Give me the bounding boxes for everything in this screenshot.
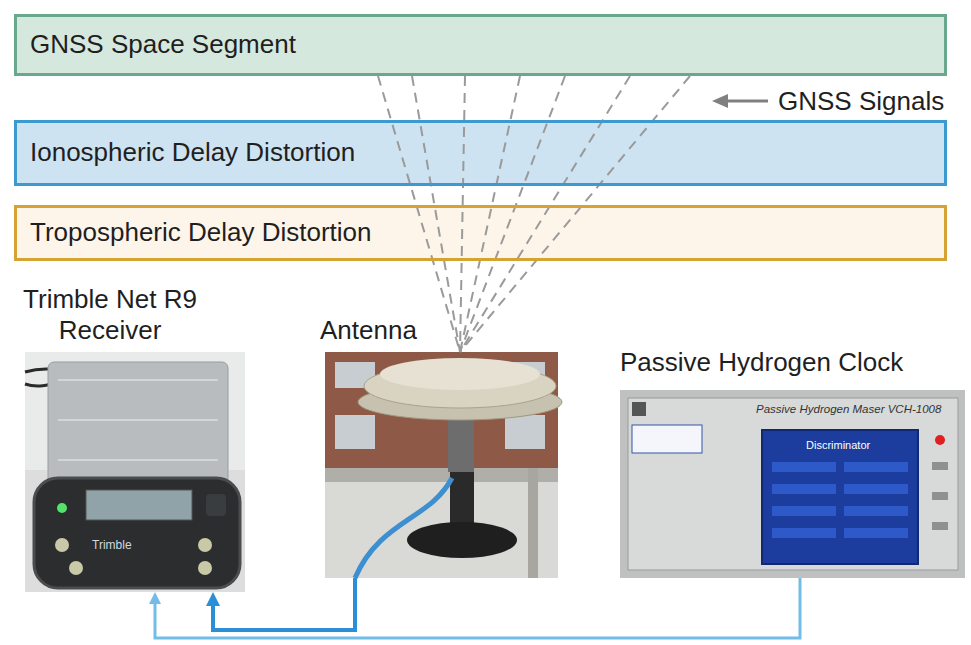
pointer-line bbox=[724, 100, 768, 103]
signal-ray bbox=[460, 76, 465, 352]
segment-band: GNSS Space Segment bbox=[14, 14, 947, 76]
screen-row bbox=[844, 462, 908, 472]
screen-row bbox=[772, 506, 836, 516]
receiver-photo: Trimble Net R9 Receiver bbox=[25, 352, 245, 592]
panel-switch bbox=[932, 492, 948, 500]
button bbox=[55, 538, 69, 552]
band-title: GNSS Space Segment bbox=[30, 29, 296, 60]
band-title: Ionospheric Delay Distortion bbox=[30, 137, 355, 168]
railing bbox=[325, 468, 558, 482]
receiver-photo bbox=[25, 352, 245, 592]
sticker bbox=[632, 425, 702, 453]
body-groove bbox=[58, 379, 218, 381]
button bbox=[198, 561, 212, 575]
photo-ground bbox=[25, 352, 245, 592]
body-groove bbox=[58, 419, 218, 421]
signal-ray bbox=[460, 76, 565, 352]
lcd-screen bbox=[86, 490, 192, 520]
label-slot: GNSS Signals bbox=[778, 86, 944, 117]
cable-link bbox=[155, 578, 800, 638]
rack-frame bbox=[620, 390, 965, 578]
panel-switch bbox=[932, 522, 948, 530]
heading-slot: Antenna bbox=[320, 315, 560, 346]
screen-row bbox=[772, 528, 836, 538]
signal-ray bbox=[460, 76, 520, 352]
rubber-base bbox=[407, 522, 517, 558]
bluetooth-badge bbox=[206, 494, 226, 516]
heading-slot: Trimble Net R9 Receiver bbox=[5, 284, 215, 346]
antenna-photo: Antenna bbox=[325, 352, 558, 578]
device-title: Passive Hydrogen Maser VCH-1008 bbox=[756, 403, 941, 417]
signals-pointer bbox=[712, 94, 768, 108]
signal-ray bbox=[460, 76, 630, 352]
desk bbox=[25, 470, 245, 592]
screen-row bbox=[844, 506, 908, 516]
band-fill bbox=[14, 120, 947, 186]
band-fill bbox=[14, 14, 947, 76]
body-groove bbox=[58, 459, 218, 461]
front-panel bbox=[34, 478, 240, 588]
signal-rays bbox=[378, 76, 690, 352]
window bbox=[335, 415, 375, 449]
screen-row bbox=[772, 462, 836, 472]
screen-row bbox=[844, 484, 908, 494]
signal-label: GNSS Signals bbox=[778, 86, 944, 117]
railing-post bbox=[528, 468, 538, 578]
pointer-head bbox=[712, 94, 728, 108]
screen-row bbox=[844, 528, 908, 538]
status-led bbox=[57, 503, 67, 513]
label-slot: Trimble bbox=[92, 538, 132, 552]
band-fill bbox=[14, 205, 947, 261]
antenna-photo bbox=[325, 352, 562, 578]
antenna-top bbox=[380, 358, 540, 390]
layer-band: Ionospheric Delay Distortion bbox=[14, 120, 947, 186]
alarm-lamp bbox=[935, 435, 945, 445]
clock-photo: Passive Hydrogen Clock bbox=[620, 390, 965, 578]
device-heading: Passive Hydrogen Clock bbox=[620, 347, 965, 378]
button bbox=[69, 561, 83, 575]
logo bbox=[632, 402, 646, 416]
cable-link bbox=[213, 578, 355, 630]
signal-ray bbox=[412, 76, 460, 352]
band-fills bbox=[14, 14, 947, 261]
signal-ray bbox=[378, 76, 460, 352]
screen-title: Discriminator bbox=[806, 439, 870, 452]
label-slot: Passive Hydrogen Maser VCH-1008 bbox=[756, 403, 941, 417]
label-slot: Discriminator bbox=[806, 439, 870, 452]
button bbox=[198, 538, 212, 552]
device-heading: Antenna bbox=[320, 315, 560, 346]
layer-band: Tropospheric Delay Distortion bbox=[14, 205, 947, 261]
clock-photo bbox=[620, 390, 965, 578]
band-title: Tropospheric Delay Distortion bbox=[30, 217, 372, 248]
heading-slot: Passive Hydrogen Clock bbox=[620, 347, 965, 378]
screen-row bbox=[772, 484, 836, 494]
panel-switch bbox=[932, 462, 948, 470]
signal-ray bbox=[460, 76, 690, 352]
device-heading: Trimble Net R9 Receiver bbox=[5, 284, 215, 346]
rooftop bbox=[325, 470, 558, 578]
display-screen bbox=[762, 430, 918, 564]
receiver-body bbox=[48, 362, 228, 492]
antenna-cable bbox=[355, 478, 452, 578]
photo-ground bbox=[325, 352, 558, 578]
front-panel bbox=[628, 398, 958, 570]
brand-mark: Trimble bbox=[92, 538, 132, 552]
window bbox=[505, 415, 545, 449]
